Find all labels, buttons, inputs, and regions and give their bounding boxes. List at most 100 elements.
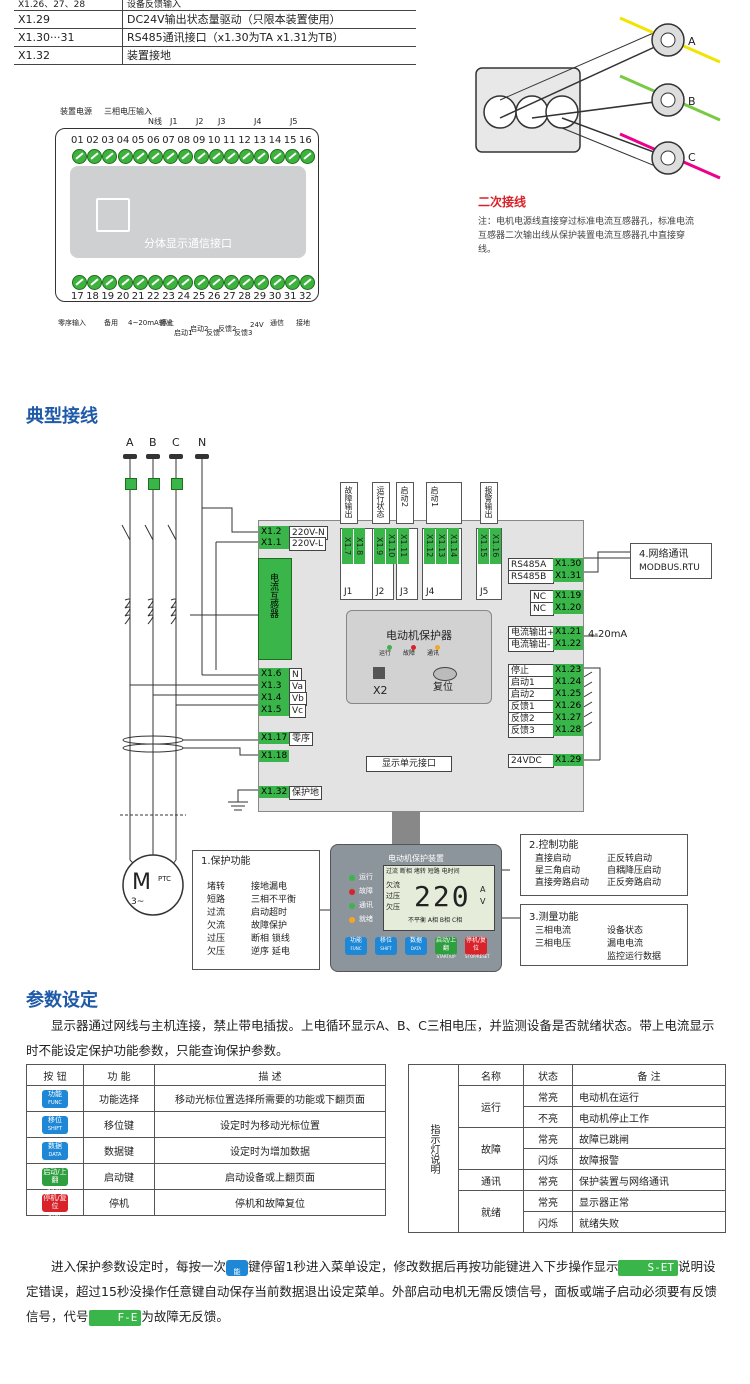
left-terminal: X1.18 [259, 750, 289, 762]
relay-label-box [340, 482, 358, 524]
key-icon-en: FUNC [48, 1099, 62, 1106]
terminal-number: 27 [223, 291, 236, 302]
terminal-screw-icon [208, 275, 224, 290]
description-cell: 设定时为移动光标位置 [154, 1111, 386, 1138]
relay-label: 运行状态 [376, 486, 385, 518]
protection-box: 1.保护功能 堵转接地漏电短路三相不平衡过流启动超时欠流故障保护过压断相 锁线欠… [192, 850, 320, 970]
top-terminal: X1.14 [448, 528, 459, 564]
right-terminal-label: NC [530, 602, 554, 616]
protector-title: 电动机保护器 [386, 629, 452, 642]
params-intro: 显示器通过网线与主机连接，禁止带电插拔。上电循环显示A、B、C三相电压，并监测设… [26, 1018, 715, 1058]
phase-terminal-icon [123, 454, 137, 459]
right-terminal: X1.22 [553, 638, 583, 650]
terminal-number: 24 [177, 291, 191, 302]
terminal-number: 02 [86, 135, 99, 146]
params-title: 参数设定 [26, 990, 98, 1011]
phase-label: B [149, 436, 157, 449]
terminal-screw-icon [178, 149, 194, 164]
function-item: 正反旁路启动 [607, 878, 662, 888]
terminal-number: 06 [147, 135, 160, 146]
table-row: 故障常亮故障已跳闸 [409, 1127, 726, 1170]
lcd-label: 欠流 [386, 881, 400, 889]
left-terminal: X1.2 [259, 526, 289, 538]
terminal-number: 21 [131, 291, 145, 302]
function-item: 三相电压 [535, 939, 572, 949]
function-item: 断相 锁线 [251, 934, 290, 944]
keypad-button-cn: 功能 [349, 937, 362, 944]
module-bottom-label: 启动1 [174, 329, 193, 337]
right-terminal: X1.31 [553, 570, 583, 582]
terminal-screw-icon [284, 149, 300, 164]
terminal-number: 10 [207, 135, 221, 146]
keypad-button-cn: 移位 [379, 937, 392, 944]
terminal-number: 18 [86, 291, 99, 302]
top-terminal: X1.10 [386, 528, 397, 564]
x2-label: X2 [373, 684, 388, 697]
device-led-icon [435, 645, 440, 650]
table-row: 运行常亮电动机在运行 [409, 1085, 726, 1128]
function-item: 欠流 [207, 921, 226, 931]
terminal-number: 08 [177, 135, 191, 146]
right-terminal-label: 24VDC [508, 754, 554, 768]
module-bottom-label: 零序输入 [58, 319, 86, 327]
ct-label: 电流互感器 [268, 573, 278, 618]
left-terminal: X1.17 [259, 732, 289, 744]
key-icon-en: SHIFT [47, 1125, 63, 1132]
function-item: 直接旁路启动 [535, 878, 590, 888]
indicator-note: 故障报警 [572, 1148, 726, 1170]
terminal-number: 23 [162, 291, 175, 302]
lcd-top: 过流 断相 堵转 短路 电时间 [386, 868, 460, 875]
function-cell: 启动键 [83, 1163, 155, 1190]
function-item: 欠压 [207, 947, 226, 957]
top-terminal: X1.11 [398, 528, 409, 564]
keypad-button-cn: 数据 [409, 937, 422, 944]
terminal-screw-icon [269, 149, 285, 164]
module-bottom-label: 启动2 [190, 325, 209, 333]
right-terminal: X1.24 [553, 676, 583, 688]
p2-d: 为故障无反馈。 [141, 1309, 229, 1324]
indicator-status: 常亮 [523, 1127, 573, 1149]
right-terminal-label: 电流输出- [508, 638, 554, 652]
indicator-note: 就绪失败 [572, 1211, 726, 1233]
terminal-screw-icon [72, 149, 87, 164]
terminal-desc: RS485通讯接口（x1.30为TA x1.31为TB） [122, 28, 416, 47]
control-box: 2.控制功能 直接启动正反转启动星三角启动自耦降压启动直接旁路启动正反旁路启动 [520, 834, 688, 896]
table-header-row: 指示灯说明名称状态备 注 [408, 1064, 726, 1233]
keypad-button-en: START/UP [436, 954, 456, 959]
reset-button[interactable] [433, 667, 457, 681]
terminal-screw-icon [148, 275, 163, 290]
terminal-screw-icon [254, 149, 270, 164]
left-terminal: X1.5 [259, 704, 289, 716]
x2-port [373, 667, 385, 679]
indicator-name: 运行 [458, 1085, 524, 1128]
function-item: 过压 [207, 934, 226, 944]
fe-tag: F-E [88, 1309, 142, 1326]
terminal-number: 17 [71, 291, 84, 302]
terminal-number: 22 [147, 291, 160, 302]
function-cell: 移位键 [83, 1111, 155, 1138]
device-led-icon [411, 645, 416, 650]
reset-label: 复位 [433, 682, 453, 693]
function-item: 星三角启动 [535, 866, 581, 876]
terminal-screw-icon [148, 149, 163, 164]
terminal-screw-icon [117, 275, 133, 290]
phase-label: C [172, 436, 180, 449]
terminal-number: 14 [268, 135, 282, 146]
top-terminal: X1.13 [436, 528, 447, 564]
indicator-status: 不亮 [523, 1106, 573, 1128]
terminal-screw-icon [193, 275, 209, 290]
terminal-screw-icon [284, 275, 300, 290]
module-bottom-label: 反馈3 [234, 329, 253, 337]
right-terminal-label: 反馈3 [508, 724, 554, 738]
